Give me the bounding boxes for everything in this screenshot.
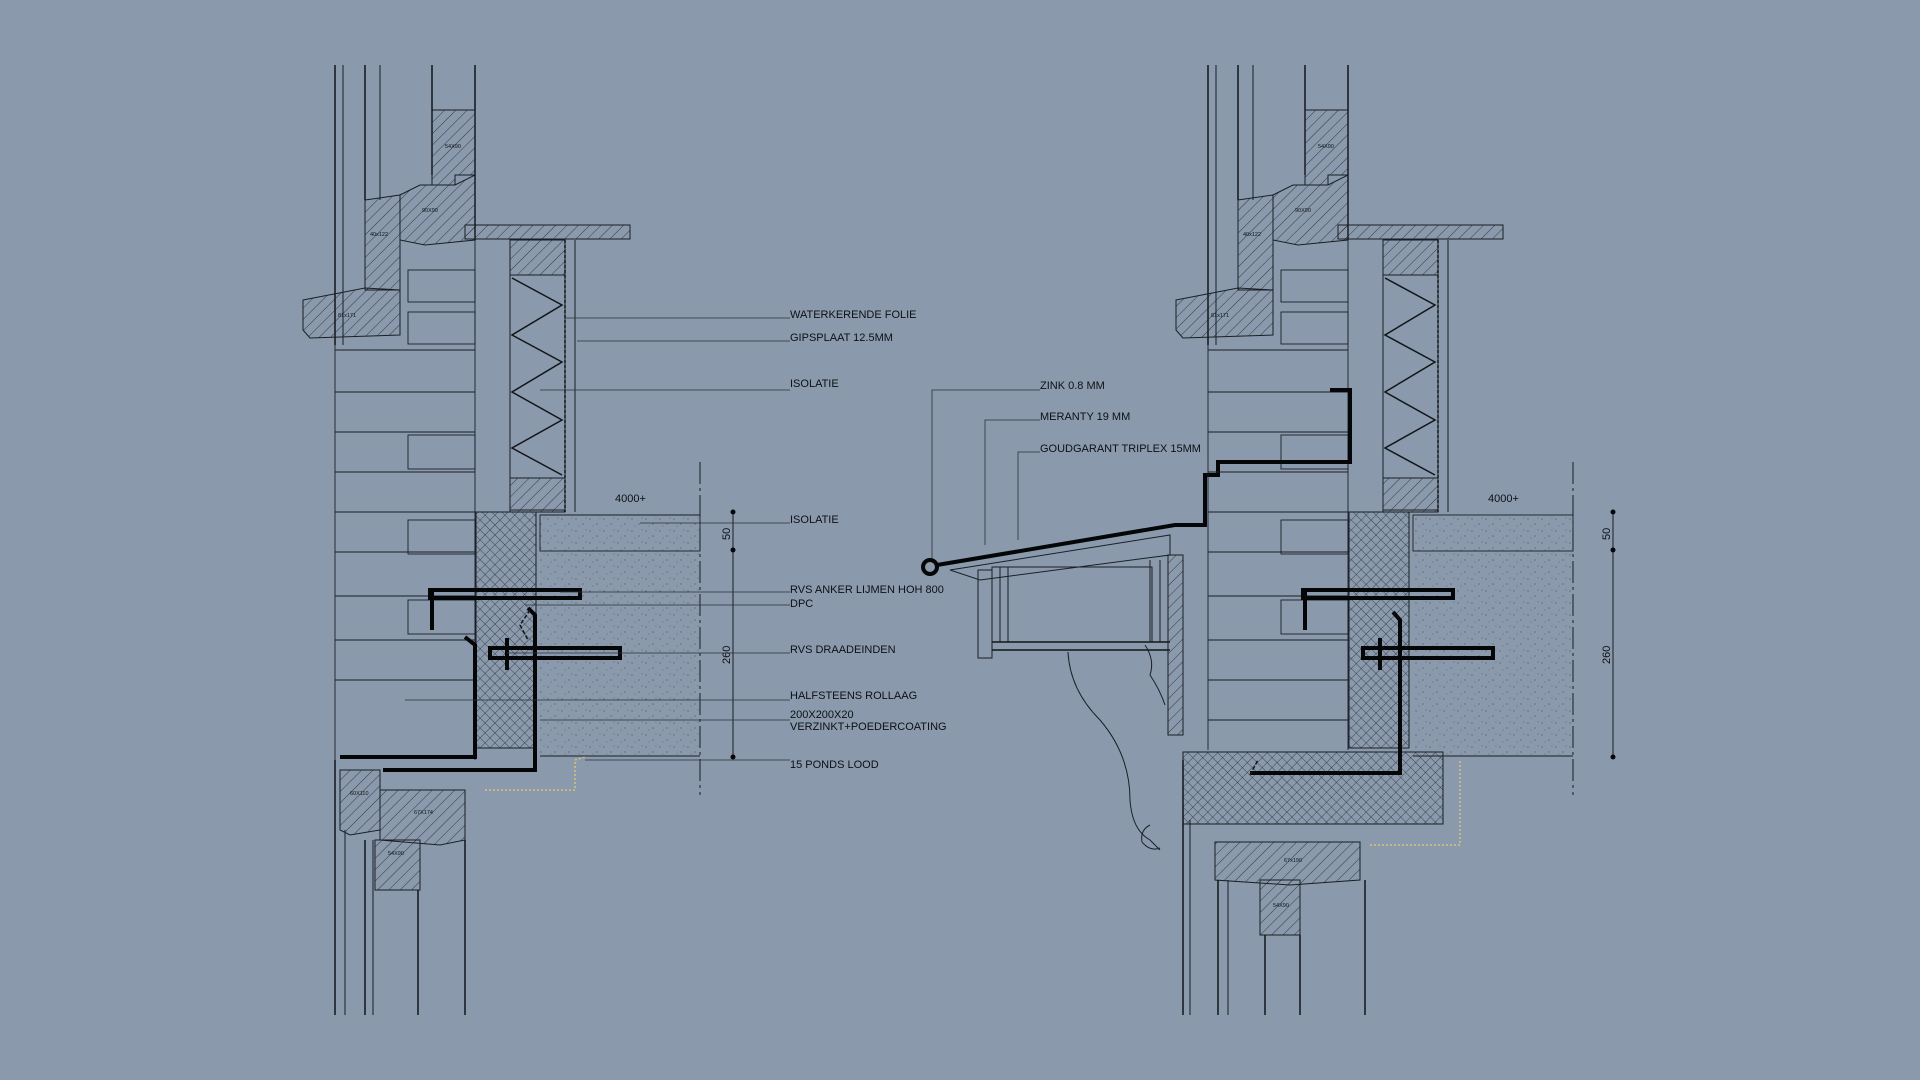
console-ornament — [1144, 644, 1166, 706]
label-zink: ZINK 0.8 MM — [1040, 380, 1105, 392]
floor-insulation — [1412, 514, 1574, 552]
insulation-zigzag — [510, 277, 564, 476]
canopy-box — [991, 566, 1153, 643]
lintel-plate — [1337, 224, 1504, 240]
label-isolatie-floor: ISOLATIE — [790, 514, 839, 526]
fascia — [977, 569, 993, 659]
cross-hatch-base — [1182, 751, 1444, 825]
dpc-line — [519, 609, 531, 641]
profile-tag: 54X90 — [1273, 903, 1289, 909]
profile-tag: 90X90 — [422, 208, 438, 214]
bottom-frame — [339, 769, 381, 836]
console-bracket — [1067, 651, 1161, 851]
profile-tag: 54X90 — [388, 851, 404, 857]
dim-50: 50 — [721, 528, 733, 540]
profile-tag: 81x171 — [1211, 313, 1229, 319]
label-dpc: DPC — [790, 598, 813, 610]
profile-tag: 54X90 — [1318, 144, 1334, 150]
label-waterkerende-folie: WATERKERENDE FOLIE — [790, 309, 917, 321]
label-triplex: GOUDGARANT TRIPLEX 15MM — [1040, 443, 1201, 455]
lead-flashing — [1370, 760, 1461, 846]
width-dimension: 4000+ — [615, 493, 646, 505]
dim-50: 50 — [1601, 528, 1613, 540]
brick-wall-right — [1207, 240, 1349, 750]
profile-tag: 67X174 — [414, 810, 433, 816]
insulation-zigzag — [1383, 277, 1437, 476]
dim-260: 260 — [721, 646, 733, 664]
cross-hatch-block — [475, 511, 537, 749]
label-verzinkt: VERZINKT+POEDERCOATING — [790, 721, 947, 733]
profile-tag: 81x171 — [338, 313, 356, 319]
window-sill — [302, 287, 401, 339]
sash-profile — [399, 174, 476, 246]
zinc-roof — [936, 460, 1240, 567]
draadeind — [1361, 646, 1495, 660]
profile-tag: 40x122 — [1243, 232, 1261, 238]
frame-profile — [364, 194, 401, 291]
dim-260: 260 — [1601, 646, 1613, 664]
gutter-roll — [921, 558, 939, 576]
lintel-plate — [464, 224, 631, 240]
floor-insulation — [539, 514, 701, 552]
profile-tag: 54X90 — [445, 144, 461, 150]
label-rvs-draadeinden: RVS DRAADEINDEN — [790, 644, 896, 656]
profile-tag: 60X110 — [350, 791, 369, 797]
steel-angle — [340, 635, 477, 759]
width-dimension: 4000+ — [1488, 493, 1519, 505]
label-isolatie: ISOLATIE — [790, 378, 839, 390]
bottom-frame — [1214, 841, 1361, 886]
sash-profile — [1272, 174, 1349, 246]
label-hoekprofiel: 200X200X20 — [790, 709, 854, 721]
canopy-detail: ZINK 0.8 MM MERANTY 19 MM GOUDGARANT TRI… — [921, 380, 1240, 851]
steel-angle — [1250, 610, 1402, 775]
left-detail: 54X90 90X90 40x122 81x171 60X110 67X174 … — [302, 65, 736, 1015]
profile-tag: 67x190 — [1284, 858, 1302, 864]
leader-labels: WATERKERENDE FOLIE GIPSPLAAT 12.5MM ISOL… — [405, 309, 947, 771]
steel-angle-inner — [383, 606, 537, 772]
insulation-top — [509, 239, 566, 276]
label-rvs-anker: RVS ANKER LIJMEN HOH 800 — [790, 584, 944, 596]
bottom-sash — [379, 789, 466, 846]
console-scroll — [1141, 824, 1161, 850]
window-sill — [1175, 287, 1274, 339]
profile-tag: 40x122 — [370, 232, 388, 238]
cavity-insulation — [509, 239, 566, 511]
profile-tag: 90X90 — [1295, 208, 1311, 214]
right-detail: 54X90 90X90 40x122 81x171 67x190 54X90 4… — [1175, 65, 1616, 1015]
lead-flashing — [485, 756, 586, 791]
frame-profile — [1237, 194, 1274, 291]
bottom-glazing — [374, 839, 421, 891]
post — [1167, 554, 1184, 736]
label-meranty: MERANTY 19 MM — [1040, 411, 1130, 423]
insulation-bottom — [509, 477, 566, 513]
label-lood: 15 PONDS LOOD — [790, 759, 879, 771]
zinc-upstand — [1240, 388, 1352, 464]
label-gipsplaat: GIPSPLAAT 12.5MM — [790, 332, 893, 344]
label-halfsteens: HALFSTEENS ROLLAAG — [790, 690, 917, 702]
